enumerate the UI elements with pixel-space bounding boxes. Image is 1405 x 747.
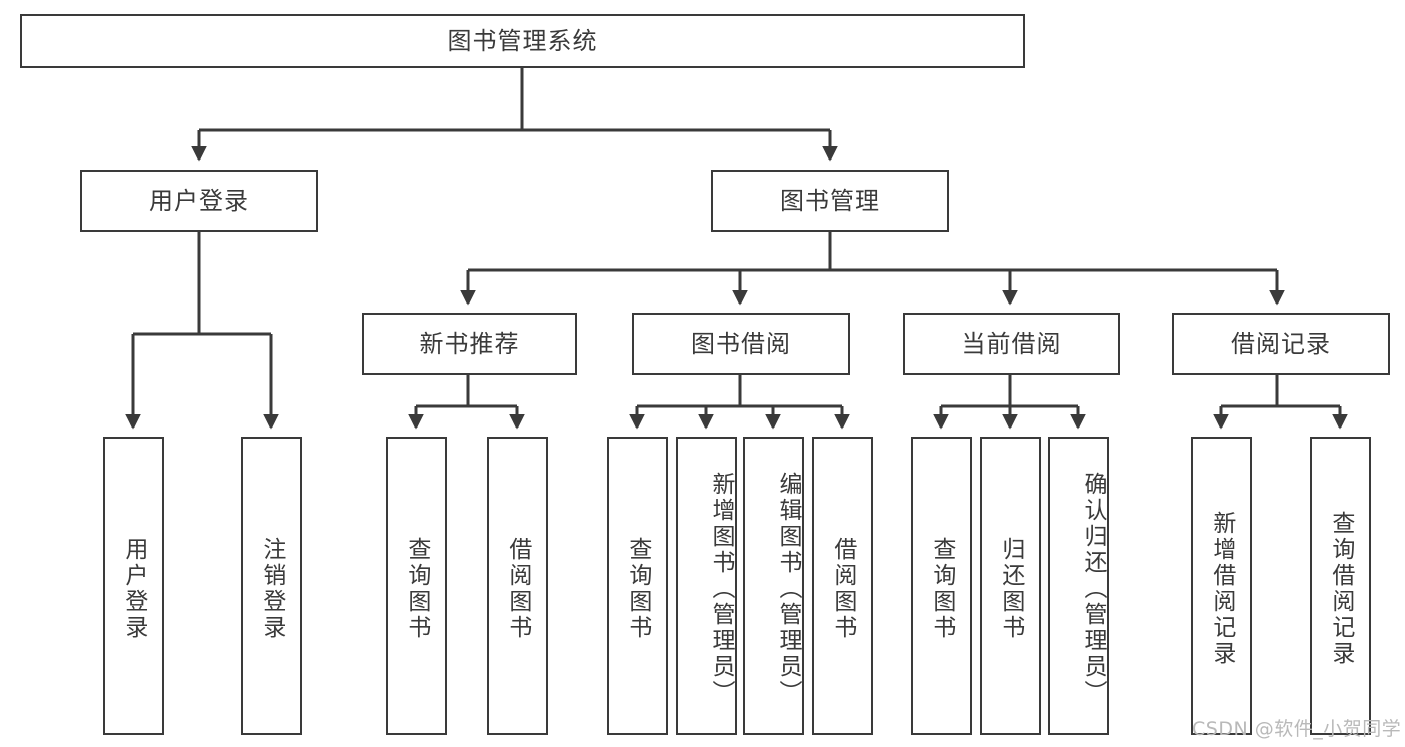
leaf-add-borrow-record[interactable]: 新增借阅记录 (1191, 437, 1252, 735)
leaf-add-book-admin[interactable]: 新增图书（管理员） (676, 437, 737, 735)
node-new-book-recommendation[interactable]: 新书推荐 (362, 313, 577, 375)
csdn-watermark: CSDN @软件_小贺同学 (1192, 718, 1402, 740)
node-borrow-record[interactable]: 借阅记录 (1172, 313, 1390, 375)
node-book-borrow[interactable]: 图书借阅 (632, 313, 850, 375)
leaf-borrow-book[interactable]: 借阅图书 (812, 437, 873, 735)
leaf-query-book-current[interactable]: 查询图书 (911, 437, 972, 735)
node-book-management[interactable]: 图书管理 (711, 170, 949, 232)
leaf-query-borrow-record[interactable]: 查询借阅记录 (1310, 437, 1371, 735)
leaf-logout[interactable]: 注销登录 (241, 437, 302, 735)
node-root-library-management-system[interactable]: 图书管理系统 (20, 14, 1025, 68)
node-user-login[interactable]: 用户登录 (80, 170, 318, 232)
leaf-return-book[interactable]: 归还图书 (980, 437, 1041, 735)
leaf-confirm-return-admin[interactable]: 确认归还（管理员） (1048, 437, 1109, 735)
leaf-query-book-borrow[interactable]: 查询图书 (607, 437, 668, 735)
leaf-edit-book-admin[interactable]: 编辑图书（管理员） (743, 437, 804, 735)
node-current-borrow[interactable]: 当前借阅 (903, 313, 1120, 375)
leaf-borrow-book-recommend[interactable]: 借阅图书 (487, 437, 548, 735)
leaf-user-login[interactable]: 用户登录 (103, 437, 164, 735)
leaf-query-book-recommend[interactable]: 查询图书 (386, 437, 447, 735)
